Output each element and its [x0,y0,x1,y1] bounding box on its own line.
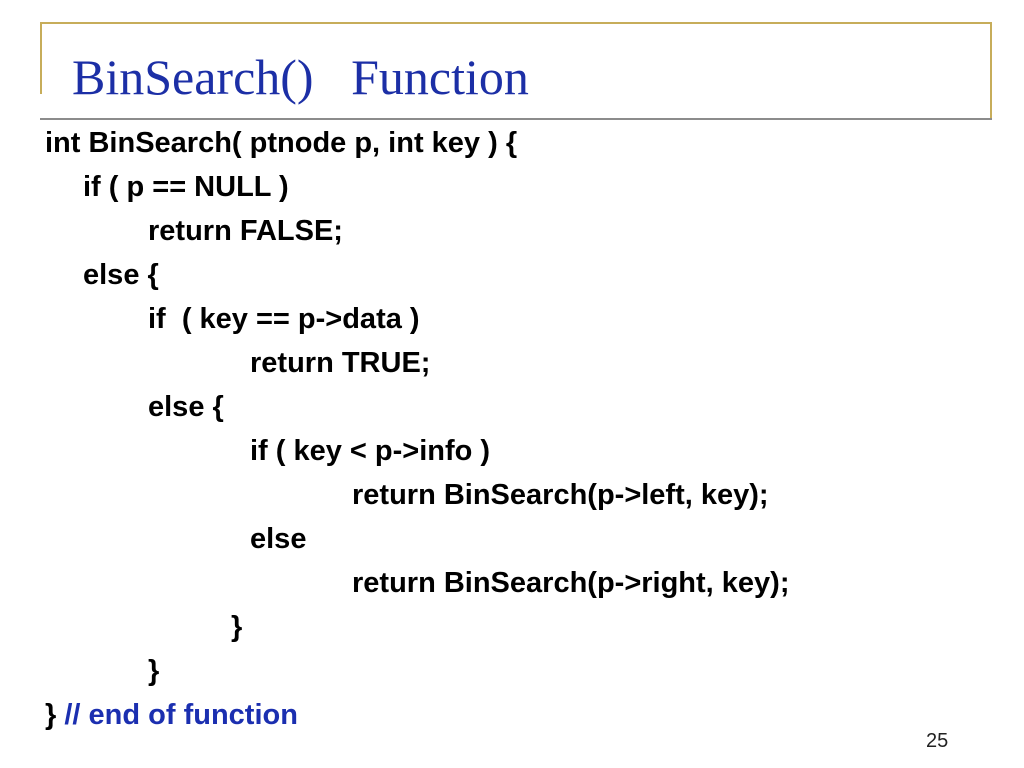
code-line-1: int BinSearch( ptnode p, int key ) { [45,127,518,159]
page-number: 25 [926,730,949,752]
title-underline [40,118,992,120]
code-line-2: if ( p == NULL ) [83,171,289,203]
code-line-9: return BinSearch(p->left, key); [352,479,769,511]
slide-title: BinSearch() Function [72,49,529,105]
frame-left-border [40,22,42,94]
code-line-8: if ( key < p->info ) [250,435,491,467]
frame-top-border [40,22,992,24]
code-line-7: else { [148,391,224,423]
code-line-14: } // end of function [45,693,790,737]
code-line-13: } [148,655,160,687]
code-line-4: else { [83,259,159,291]
code-line-10: else [250,523,307,555]
code-line-12: } [231,611,243,643]
closing-brace: } [45,699,57,731]
code-line-11: return BinSearch(p->right, key); [352,567,790,599]
code-line-5: if ( key == p->data ) [148,303,420,335]
code-block: int BinSearch( ptnode p, int key ) { if … [45,121,790,737]
code-line-6: return TRUE; [250,347,431,379]
frame-right-border [990,22,992,118]
end-comment: // end of function [64,699,298,731]
code-line-3: return FALSE; [148,215,343,247]
